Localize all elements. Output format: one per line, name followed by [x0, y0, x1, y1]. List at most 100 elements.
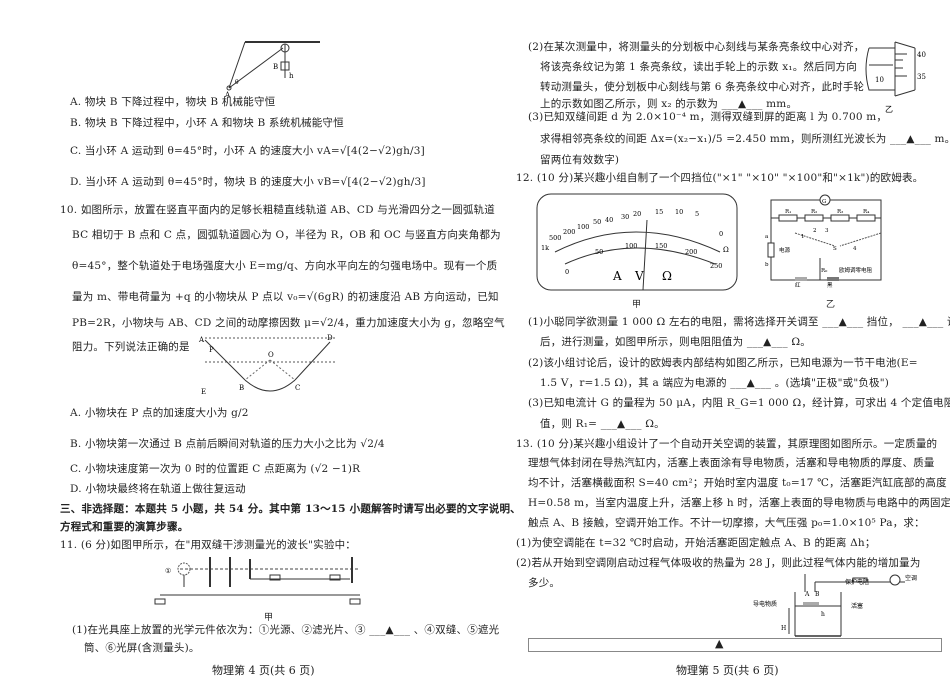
circuit-label: R₂: [811, 209, 817, 215]
cylinder-label: 空调: [905, 574, 917, 582]
q11-part3-line: (3)已知双缝间距 d 为 2.0×10⁻⁴ m，测得双缝到屏的距离 l 为 0…: [528, 111, 888, 123]
svg-text:B: B: [273, 63, 278, 71]
linear-scale-tick-label: 0: [565, 268, 569, 276]
q11-part3-line: 留两位有效数字): [540, 154, 620, 166]
meter-caption: 甲: [632, 300, 642, 310]
ohm-scale-unit: Ω: [723, 246, 729, 254]
q13-stem-line: 理想气体封闭在导热汽缸内，活塞上表面涂有导电物质，活塞和导电物质的厚度、质量: [528, 457, 935, 469]
q13-stem-line: 多少。: [528, 577, 561, 589]
unit-V: V: [634, 269, 644, 283]
q11-optical-bench-figure: ①: [154, 557, 361, 605]
svg-text:E: E: [201, 388, 206, 396]
ohm-scale-tick-label: 200: [563, 228, 575, 236]
q11-part2-line: 转动测量头，使分划板中心刻线与第 6 条亮条纹中心对齐，此时手轮: [540, 81, 865, 93]
q11-part1-line: (1)在光具座上放置的光学元件依次为：①光源、②滤光片、③ ___▲___ 、④…: [72, 624, 500, 636]
section-heading: 三、非选择题：本题共 5 小题，共 54 分。其中第 13～15 小题解答时请写…: [60, 503, 521, 515]
q13-stem-line: 均不计，活塞横截面积 S=40 cm²；开始时室内温度 t₀=17 ℃，活塞距汽…: [528, 477, 947, 489]
linear-scale-tick-label: 100: [625, 242, 637, 250]
linear-scale-tick-label: 200: [685, 248, 697, 256]
q9-option: C. 当小环 A 运动到 θ=45°时，小环 A 的速度大小 vA=√[4(2−…: [70, 145, 425, 157]
page-footer-right: 物理第 5 页(共 6 页): [676, 664, 779, 677]
ohm-scale-tick-label: 5: [695, 210, 699, 218]
q12-part-line: 1.5 V，r=1.5 Ω)，其 a 端应为电源的 ___▲___ 。(选填"正…: [540, 377, 890, 389]
cylinder-label: h: [821, 611, 825, 618]
circuit-label: b: [765, 262, 769, 268]
circuit-label: 欧姆调零电阻: [839, 266, 873, 274]
svg-text:①: ①: [165, 567, 171, 575]
cylinder-label: A: [804, 591, 810, 598]
cylinder-label: H: [781, 625, 786, 632]
section-heading: 方程式和重要的演算步骤。: [60, 521, 189, 533]
svg-text:C: C: [295, 384, 300, 392]
q12-part-line: 后，进行测量，如图甲所示，则电阻阻值为 ___▲___ Ω。: [540, 336, 811, 348]
ohm-scale-tick-label: 1k: [541, 244, 549, 252]
ohm-scale-tick-label: 10: [675, 208, 683, 216]
linear-scale-tick-label: 150: [655, 242, 667, 250]
cylinder-label: B: [815, 591, 820, 598]
q12-part-line: 值，则 R₁= ___▲___ Ω。: [540, 418, 665, 430]
q10-stem-line: PB=2R，小物块与 AB、CD 之间的动摩擦因数 μ=√2/4，重力加速度大小…: [72, 317, 505, 329]
q10-stem-line: 量为 m、带电荷量为 +q 的小物块从 P 点以 v₀=√(6gR) 的初速度沿…: [72, 291, 499, 303]
q13-stem-line: 13. (10 分)某兴趣小组设计了一个自动开关空调的装置，其原理图如图所示。一…: [516, 438, 938, 450]
circuit-label: 红: [795, 281, 801, 288]
cylinder-label: 活塞: [851, 602, 863, 610]
q9-option: A. 物块 B 下降过程中，物块 B 机械能守恒: [70, 96, 276, 108]
unit-A: A: [612, 269, 622, 283]
q11-part2-line: 将该亮条纹记为第 1 条亮条纹，读出手轮上的示数 x₁。然后同方向: [540, 61, 857, 73]
q10-option: A. 小物块在 P 点的加速度大小为 g/2: [70, 407, 249, 419]
svg-text:A: A: [198, 336, 205, 344]
page-footer-left: 物理第 4 页(共 6 页): [212, 664, 315, 677]
ohm-scale-tick-label: 20: [633, 210, 641, 218]
circuit-label: R₁: [785, 209, 791, 215]
linear-scale-tick-label: 250: [710, 262, 722, 270]
q9-figure: B A θ h: [224, 41, 320, 98]
q10-stem-line: 10. 如图所示，放置在竖直平面内的足够长粗糙直线轨道 AB、CD 与光滑四分之…: [60, 204, 495, 216]
micrometer-label-10: 10: [875, 76, 884, 84]
svg-text:P: P: [209, 346, 214, 354]
q10-stem-line: θ=45°，整个轨道处于电场强度大小 E=mg/q、方向水平向左的匀强电场中。现…: [72, 260, 498, 272]
svg-text:A: A: [224, 91, 231, 98]
micrometer-label-40: 40: [917, 51, 926, 59]
circuit-label: 1: [801, 234, 805, 240]
q11-stem: 11. (6 分)如图甲所示，在"用双缝干涉测量光的波长"实验中：: [60, 539, 357, 551]
svg-text:B: B: [239, 384, 244, 392]
circuit-label: 2: [813, 228, 817, 234]
svg-text:h: h: [289, 72, 294, 80]
micrometer-label-35: 35: [917, 73, 926, 81]
q11-part2-line: 上的示数如图乙所示，则 x₂ 的示数为 ___▲___ mm。: [540, 98, 798, 110]
answer-marker: ▲: [715, 637, 724, 650]
micrometer-figure: 40 35 10 乙: [865, 41, 926, 114]
ohm-scale-tick-label: 30: [621, 213, 629, 221]
cylinder-label: 保护电阻: [845, 578, 869, 586]
q13-stem-line: (2)若从开始到空调刚启动过程气体吸收的热量为 28 J，则此过程气体内能的增加…: [516, 557, 921, 569]
q13-stem-line: 触点 A、B 接触，空调开始工作。不计一切摩擦，大气压强 p₀=1.0×10⁵ …: [528, 517, 925, 529]
circuit-label: R₃: [837, 209, 843, 215]
q10-option: B. 小物块第一次通过 B 点前后瞬间对轨道的压力大小之比为 √2/4: [70, 438, 385, 450]
circuit-label: S: [833, 246, 837, 252]
q13-stem-line: H=0.58 m，当室内温度上升，活塞上移 h 时，活塞上表面的导电物质与电路中…: [528, 497, 950, 509]
circuit-label: 3: [825, 228, 829, 234]
micrometer-caption: 乙: [885, 105, 893, 114]
ohm-scale-tick-label: 0: [719, 230, 723, 238]
unit-ohm: Ω: [662, 269, 672, 283]
q9-option: D. 当小环 A 运动到 θ=45°时，物块 B 的速度大小 vB=√[4(2−…: [70, 176, 426, 188]
q10-option: C. 小物块速度第一次为 0 时的位置距 C 点距离为 (√2 −1)R: [70, 463, 361, 475]
q9-option: B. 物块 B 下降过程中，小环 A 和物块 B 系统机械能守恒: [70, 117, 344, 129]
svg-text:O: O: [268, 351, 274, 359]
circuit-label: a: [765, 234, 769, 240]
cylinder-label: 导电物质: [753, 600, 777, 608]
q12-stem: 12. (10 分)某兴趣小组自制了一个四挡位("×1" "×10" "×100…: [516, 172, 924, 184]
q10-option: D. 小物块最终将在轨道上做往复运动: [70, 483, 246, 495]
q12-part-line: (1)小聪同学欲测量 1 000 Ω 左右的电阻，需将选择开关调至 ___▲__…: [528, 316, 950, 328]
answer-box[interactable]: ▲: [528, 637, 942, 652]
q10-stem-line: BC 相切于 B 点和 C 点，圆弧轨道圆心为 O，半径为 R，OB 和 OC …: [72, 229, 501, 241]
